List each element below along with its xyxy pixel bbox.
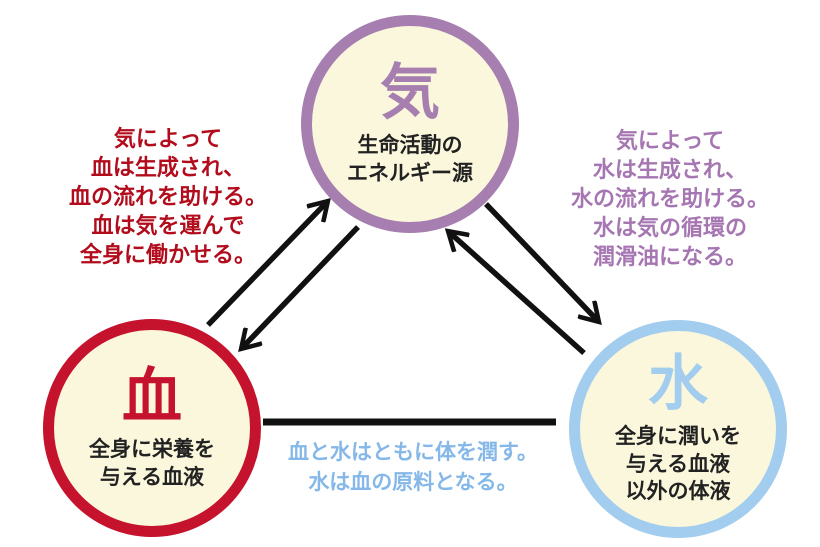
arrow-qi-to-water — [484, 202, 598, 321]
node-blood-label: 全身に栄養を 与える血液 — [89, 437, 215, 489]
arrow-blood-to-qi — [206, 202, 327, 327]
node-qi-label: 生命活動の エネルギー源 — [347, 133, 473, 185]
arrow-qi-to-blood — [242, 225, 360, 348]
node-water: 水 全身に潤いを 与える血液 以外の体液 — [569, 320, 787, 538]
node-blood: 血 全身に栄養を 与える血液 — [43, 319, 261, 537]
node-blood-symbol: 血 — [122, 362, 182, 430]
node-qi: 気 生命活動の エネルギー源 — [301, 15, 519, 233]
node-qi-symbol: 気 — [380, 58, 440, 126]
arrow-water-to-qi — [449, 232, 586, 356]
node-water-symbol: 水 — [648, 349, 708, 417]
note-qi-water: 気によって 水は生成され、 水の流れを助ける。 水は気の循環の 潤滑油になる。 — [570, 128, 769, 269]
node-water-label: 全身に潤いを 与える血液 以外の体液 — [615, 424, 741, 504]
note-qi-blood: 気によって 血は生成され、 血の流れを助ける。 血は気を運んで 全身に働かせる。 — [68, 126, 267, 267]
note-blood-water: 血と水はともに体を潤す。 水は血の原料となる。 — [288, 441, 538, 494]
